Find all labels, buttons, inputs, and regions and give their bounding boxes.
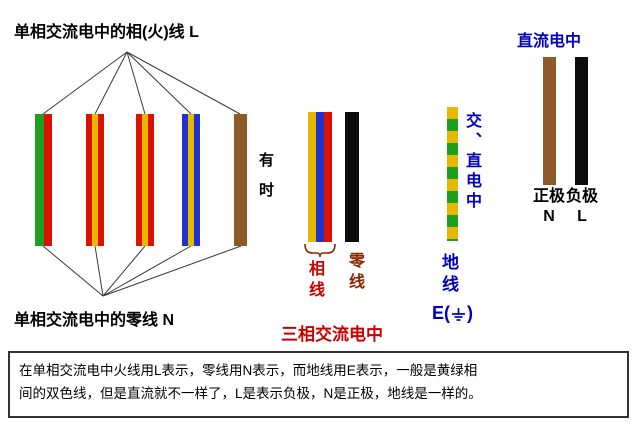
ground-wire [447,107,458,241]
explanation-line-2: 间的双色线，但是直流就不一样了，L是表示负极，N是正极，地线是一样的。 [19,385,482,401]
wire-stripe-green [35,114,44,246]
wire-stripe-red [43,114,52,246]
single-phase-wire-brown [234,114,247,246]
neutral-wire-label: 零线 [346,252,363,294]
ground-wire-label: 地线 [439,253,458,297]
ac-dc-label: 交、直电中 [463,112,480,212]
explanation-line-1: 在单相交流电中火线用L表示，零线用N表示，而地线用E表示，一般是黄绿相 [19,363,478,378]
wire-stripe-red [136,114,142,246]
three-phase-wire-bundle [308,112,332,242]
dc-negative-code: L [577,208,587,225]
explanation-box: 在单相交流电中火线用L表示，零线用N表示，而地线用E表示，一般是黄绿相 间的双色… [8,351,629,418]
wire-stripe-black [345,112,359,242]
dc-title: 直流电中 [517,33,582,50]
dc-positive-wire [543,57,556,185]
wire-stripe-blue [182,114,188,246]
dc-positive-label: 正极 N [531,187,567,227]
wire-stripe-blue [316,112,324,242]
dc-negative-wire [575,57,588,185]
dc-positive-code: N [543,208,555,225]
phase-brace [304,243,336,258]
phase-wire-label: 相线 [306,260,323,302]
ground-code-suffix: ) [467,303,473,323]
earth-ground-icon [452,308,465,321]
wire-stripe-red [324,112,332,242]
single-phase-live-title: 单相交流电中的相(火)线 L [14,24,199,41]
wire-stripe-yellow [92,114,98,246]
wire-stripe-red [148,114,154,246]
wire-stripe-blue [194,114,200,246]
wire-stripe-red [86,114,92,246]
wire-stripe-yellow [308,112,316,242]
single-phase-neutral-title: 单相交流电中的零线 N [14,312,175,329]
dc-positive-text: 正极 [532,188,565,205]
wire-stripe-brown [234,114,247,246]
three-phase-neutral-wire [345,112,359,242]
dc-negative-text: 负极 [565,188,598,205]
three-phase-title: 三相交流电中 [281,325,383,344]
wire-stripe-yellow [142,114,148,246]
dc-negative-label: 负极 L [564,187,600,227]
sometimes-label: 有时 [257,152,274,212]
wire-stripe-red [98,114,104,246]
single-phase-wire-2 [86,114,104,246]
single-phase-wire-3 [136,114,154,246]
wire-stripe-yellow [188,114,194,246]
single-phase-wire-4 [182,114,200,246]
ground-code-prefix: E( [432,303,450,323]
single-phase-wire-1 [35,114,52,246]
ground-code: E( ) [432,303,473,324]
